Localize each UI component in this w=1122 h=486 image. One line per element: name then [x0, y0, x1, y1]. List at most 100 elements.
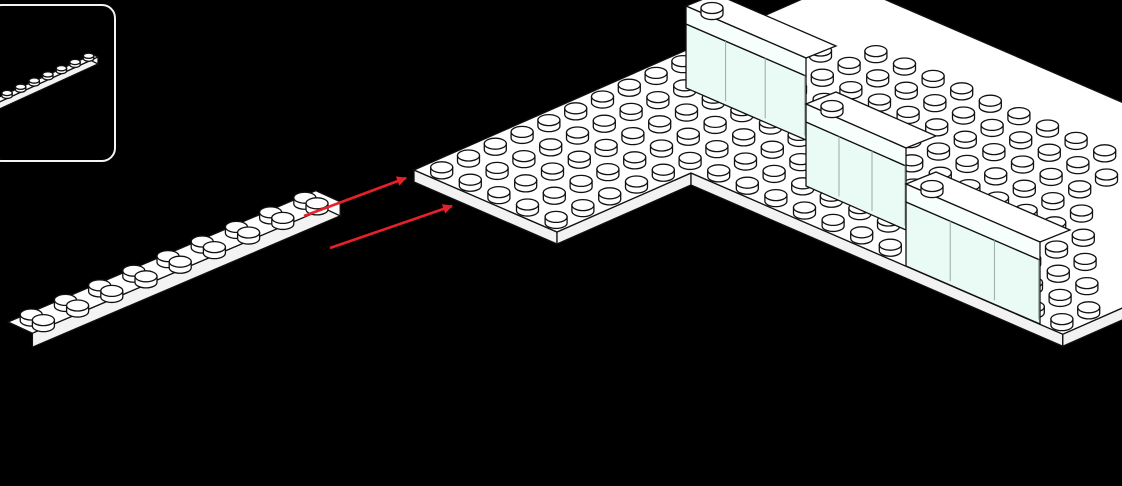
base-plate-stud	[568, 151, 590, 168]
base-plate-stud	[1047, 265, 1069, 282]
base-plate-stud	[486, 162, 508, 179]
base-plate-stud	[1094, 145, 1116, 162]
new-plate-stud	[272, 212, 294, 229]
new-plate-stud	[101, 285, 123, 302]
base-plate-stud	[542, 163, 564, 180]
base-plate-stud	[865, 46, 887, 63]
base-plate-stud	[1049, 289, 1071, 306]
base-plate-stud	[822, 214, 844, 231]
base-plate-stud	[592, 91, 614, 108]
base-plate-stud	[515, 175, 537, 192]
base-plate-stud	[488, 187, 510, 204]
base-plate-stud	[951, 83, 973, 100]
base-plate-stud	[618, 79, 640, 96]
base-plate-stud	[867, 70, 889, 87]
base-plate-stud	[511, 126, 533, 143]
wall-top-stud	[821, 101, 843, 118]
base-plate-stud	[545, 211, 567, 228]
base-plate-stud	[1078, 302, 1100, 319]
base-plate-stud	[894, 58, 916, 75]
base-plate-stud	[431, 162, 453, 179]
base-plate-stud	[1074, 253, 1096, 270]
base-plate-stud	[761, 141, 783, 158]
base-plate-stud	[645, 67, 667, 84]
base-plate-stud	[953, 107, 975, 124]
base-plate-stud	[763, 165, 785, 182]
base-plate-stud	[679, 152, 701, 169]
base-plate-stud	[928, 143, 950, 160]
base-plate-stud	[622, 128, 644, 145]
base-plate-stud	[565, 103, 587, 120]
base-plate-stud	[1071, 205, 1093, 222]
base-plate-stud	[851, 227, 873, 244]
base-plate-stud	[1069, 181, 1091, 198]
base-plate-stud	[981, 119, 1003, 136]
base-plate-stud	[1051, 314, 1073, 331]
base-plate-stud	[458, 150, 480, 167]
base-plate-stud	[620, 103, 642, 120]
new-plate-stud	[203, 242, 225, 259]
base-plate-stud	[735, 153, 757, 170]
new-plate-stud	[169, 256, 191, 273]
base-plate-stud	[593, 115, 615, 132]
base-plate-stud	[1012, 156, 1034, 173]
wall-top-stud	[921, 181, 943, 198]
base-plate-stud	[708, 165, 730, 182]
base-plate-stud	[983, 144, 1005, 161]
base-plate-stud	[924, 95, 946, 112]
base-plate-stud	[543, 187, 565, 204]
base-plate-stud	[1072, 229, 1094, 246]
base-plate-stud	[794, 202, 816, 219]
base-plate-stud	[956, 155, 978, 172]
base-plate-stud	[879, 239, 901, 256]
base-plate-stud	[811, 69, 833, 86]
base-plate-stud	[704, 116, 726, 133]
new-plate-2x8	[8, 191, 340, 348]
base-plate-stud	[1042, 193, 1064, 210]
base-plate-stud	[572, 200, 594, 217]
new-plate-stud	[67, 300, 89, 317]
base-plate-stud	[676, 104, 698, 121]
base-plate-stud	[567, 127, 589, 144]
base-plate-stud	[597, 164, 619, 181]
base-plate-stud	[733, 129, 755, 146]
base-plate-stud	[595, 139, 617, 156]
base-plate-stud	[1096, 169, 1118, 186]
base-plate-stud	[838, 57, 860, 74]
base-plate-stud	[706, 141, 728, 158]
base-plate-stud	[1008, 108, 1030, 125]
base-plate-stud	[1013, 180, 1035, 197]
base-plate-stud	[895, 82, 917, 99]
base-plate-stud	[1065, 132, 1087, 149]
base-plate-stud	[626, 176, 648, 193]
base-plate-stud	[459, 174, 481, 191]
base-plate-stud	[513, 151, 535, 168]
base-plate-stud	[1076, 278, 1098, 295]
base-plate-stud	[985, 168, 1007, 185]
base-plate-stud	[570, 175, 592, 192]
base-plate-stud	[649, 116, 671, 133]
wall-top-stud	[701, 3, 723, 20]
base-plate-stud	[1038, 144, 1060, 161]
base-plate-stud	[1037, 120, 1059, 137]
base-plate-stud	[651, 140, 673, 157]
new-plate-stud	[32, 315, 54, 332]
base-plate-stud	[1046, 241, 1068, 258]
base-plate-stud	[736, 177, 758, 194]
base-plate-stud	[1040, 168, 1062, 185]
base-plate-stud	[517, 199, 539, 216]
base-plate-stud	[765, 190, 787, 207]
base-plate-stud	[599, 188, 621, 205]
base-plate-stud	[1010, 132, 1032, 149]
base-plate-stud	[954, 131, 976, 148]
new-plate-stud	[238, 227, 260, 244]
base-plate-stud	[538, 115, 560, 132]
base-plate-stud	[979, 95, 1001, 112]
base-plate-stud	[1067, 157, 1089, 174]
base-plate-stud	[484, 138, 506, 155]
base-plate-stud	[647, 92, 669, 109]
base-plate-stud	[540, 139, 562, 156]
base-plate-stud	[922, 70, 944, 87]
placement-arrow-icon	[330, 206, 452, 248]
